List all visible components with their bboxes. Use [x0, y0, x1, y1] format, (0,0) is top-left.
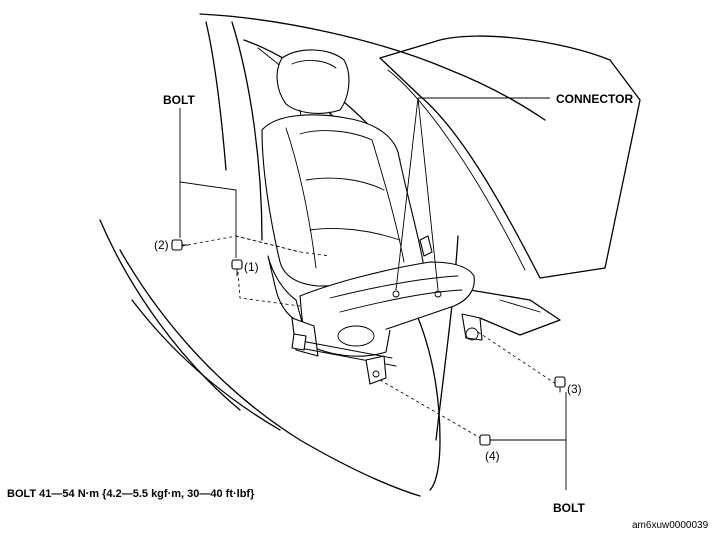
bolt-1-number: (1)	[244, 260, 259, 274]
bolt-4-number: (4)	[485, 449, 500, 463]
windshield-outline	[379, 35, 641, 336]
leader-lines	[179, 97, 567, 490]
torque-specification: BOLT 41—54 N·m {4.2—5.5 kgf·m, 30—40 ft·…	[7, 488, 255, 500]
bolt-1-icon	[231, 259, 243, 277]
connector-label: CONNECTOR	[556, 92, 633, 106]
bolt-4-icon	[479, 434, 497, 446]
bolt-3-number: (3)	[567, 382, 582, 396]
seat-assembly	[261, 49, 483, 385]
bolt-2-icon	[171, 239, 189, 251]
figure-code: am6xuw0000039	[632, 520, 709, 531]
bolt-2-number: (2)	[154, 238, 169, 252]
connector-b	[434, 290, 442, 298]
connector-a	[392, 290, 400, 298]
bolt-top-label: BOLT	[163, 93, 195, 107]
bolt-bottom-label: BOLT	[553, 501, 585, 515]
bolt-3-icon	[554, 376, 566, 393]
